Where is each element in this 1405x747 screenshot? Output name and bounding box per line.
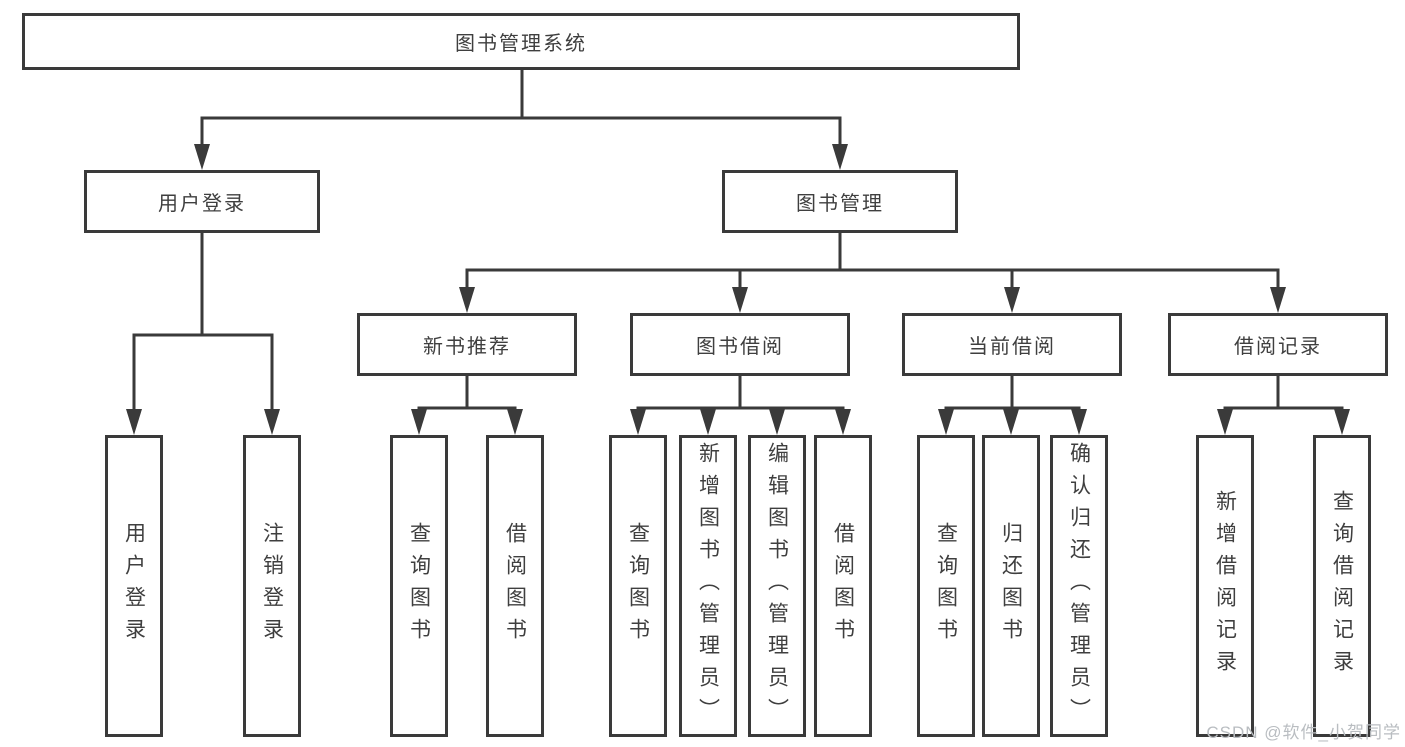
arrow-icon [411, 409, 427, 435]
arrow-icon [1071, 409, 1087, 435]
leaf-return-book: 归还图书 [982, 435, 1040, 737]
arrow-icon [1004, 287, 1020, 313]
node-current-borrow: 当前借阅 [902, 313, 1122, 376]
leaf-logout: 注销登录 [243, 435, 301, 737]
node-borrow-record-label: 借阅记录 [1234, 336, 1322, 358]
leaf-edit-book-admin-label: 编辑图书（管理员） [765, 442, 789, 730]
node-user-login: 用户登录 [84, 170, 320, 233]
node-root-label: 图书管理系统 [455, 33, 587, 55]
node-book-borrow: 图书借阅 [630, 313, 850, 376]
leaf-borrow-book-1-label: 借阅图书 [503, 522, 527, 650]
arrow-icon [1003, 409, 1019, 435]
arrow-icon [1217, 409, 1233, 435]
node-root: 图书管理系统 [22, 13, 1020, 70]
node-book-borrow-label: 图书借阅 [696, 336, 784, 358]
edge-currentborrow-to-leaves [944, 376, 1081, 414]
leaf-confirm-return-admin: 确认归还（管理员） [1050, 435, 1108, 737]
leaf-borrow-book-2: 借阅图书 [814, 435, 872, 737]
node-user-login-label: 用户登录 [158, 193, 246, 215]
node-book-management: 图书管理 [722, 170, 958, 233]
edge-root-to-level2 [200, 70, 842, 148]
arrow-icon [835, 409, 851, 435]
arrow-icon [630, 409, 646, 435]
edge-bookborrow-to-leaves [636, 376, 845, 414]
leaf-add-borrow-record-label: 新增借阅记录 [1213, 490, 1237, 682]
node-new-book-recommend-label: 新书推荐 [423, 336, 511, 358]
leaf-add-book-admin-label: 新增图书（管理员） [696, 442, 720, 730]
arrow-icon [1270, 287, 1286, 313]
leaf-query-borrow-record-label: 查询借阅记录 [1330, 490, 1354, 682]
leaf-query-book-2: 查询图书 [609, 435, 667, 737]
arrowheads [126, 144, 1350, 435]
edge-borrowrecord-to-leaves [1223, 376, 1344, 414]
arrow-icon [732, 287, 748, 313]
arrow-icon [938, 409, 954, 435]
csdn-watermark: CSDN @软件_小贺同学 [1206, 723, 1401, 742]
leaf-query-borrow-record: 查询借阅记录 [1313, 435, 1371, 737]
edge-bookmgmt-to-level3 [465, 233, 1280, 291]
arrow-icon [1334, 409, 1350, 435]
node-book-management-label: 图书管理 [796, 193, 884, 215]
arrow-icon [507, 409, 523, 435]
arrow-icon [126, 409, 142, 435]
arrow-icon [700, 409, 716, 435]
leaf-query-book-3: 查询图书 [917, 435, 975, 737]
node-new-book-recommend: 新书推荐 [357, 313, 577, 376]
node-borrow-record: 借阅记录 [1168, 313, 1388, 376]
arrow-icon [459, 287, 475, 313]
arrow-icon [769, 409, 785, 435]
leaf-query-book-2-label: 查询图书 [626, 522, 650, 650]
leaf-user-login: 用户登录 [105, 435, 163, 737]
leaf-query-book-1-label: 查询图书 [407, 522, 431, 650]
leaf-borrow-book-1: 借阅图书 [486, 435, 544, 737]
node-current-borrow-label: 当前借阅 [968, 336, 1056, 358]
leaf-query-book-1: 查询图书 [390, 435, 448, 737]
edge-userlogin-to-leaves [132, 233, 274, 413]
leaf-borrow-book-2-label: 借阅图书 [831, 522, 855, 650]
leaf-logout-label: 注销登录 [260, 522, 284, 650]
edge-newbook-to-leaves [417, 376, 517, 414]
arrow-icon [194, 144, 210, 170]
leaf-query-book-3-label: 查询图书 [934, 522, 958, 650]
leaf-add-book-admin: 新增图书（管理员） [679, 435, 737, 737]
arrow-icon [832, 144, 848, 170]
leaf-user-login-label: 用户登录 [122, 522, 146, 650]
leaf-confirm-return-admin-label: 确认归还（管理员） [1067, 442, 1091, 730]
leaf-add-borrow-record: 新增借阅记录 [1196, 435, 1254, 737]
arrow-icon [264, 409, 280, 435]
leaf-edit-book-admin: 编辑图书（管理员） [748, 435, 806, 737]
leaf-return-book-label: 归还图书 [999, 522, 1023, 650]
